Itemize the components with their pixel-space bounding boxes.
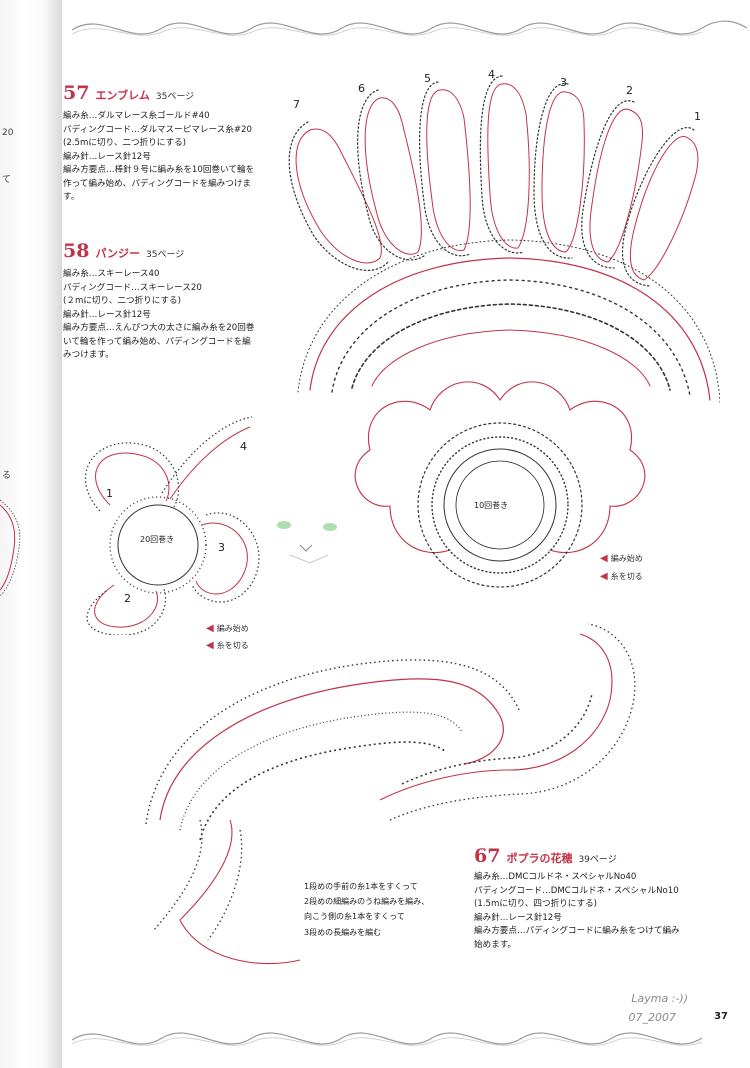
page-reference: 35ページ — [146, 250, 185, 260]
instruction-line: 始めます。 — [474, 939, 517, 950]
petal-number: 6 — [358, 82, 365, 95]
annotation-line: 向こう側の糸1本をすくって — [304, 912, 405, 921]
annotation-line: 3段めの長編みを編む — [304, 928, 382, 937]
center-ring-label: 10回巻き — [474, 501, 509, 510]
instruction-line: 編み針…レース針12号 — [474, 912, 562, 923]
petal-number: 7 — [293, 98, 300, 111]
poplar-catkin-crochet-diagram — [145, 623, 636, 965]
section-67: 67 ポプラの花穂 39ページ 編み糸…DMCコルドネ・スペシャルNo40 パデ… — [474, 845, 680, 952]
instruction-line: (２mに切り、二つ折りにする) — [63, 296, 181, 306]
arrow-left-icon: ◀ — [206, 623, 214, 634]
legend-cut: ◀ 糸を切る — [206, 640, 249, 651]
legend-start: ◀ 編み始め — [600, 553, 643, 564]
left-page-edge: 20 て る — [0, 0, 62, 1068]
instruction-line: 編み方要点…棒針９号に編み糸を10回巻いて輪を — [63, 165, 255, 175]
watermark-date: 07_2007 — [628, 1011, 677, 1024]
instructions: 編み糸…DMCコルドネ・スペシャルNo40 パディングコード…DMCコルドネ・ス… — [474, 871, 680, 952]
cat-watermark — [277, 521, 337, 564]
top-ornament-border — [71, 20, 748, 36]
center-ring-label: 20回巻き — [140, 535, 175, 544]
petal-number: 2 — [124, 592, 131, 605]
petal-number: 1 — [694, 110, 701, 123]
instruction-line: いて輪を作って編み始め、パディングコードを編 — [63, 336, 251, 347]
instruction-line: 編み糸…ダルマレース糸ゴールド#40 — [63, 111, 210, 121]
arrow-left-icon: ◀ — [600, 553, 608, 564]
legend-cut: ◀ 糸を切る — [600, 571, 643, 582]
petal-number: 1 — [106, 487, 113, 500]
section-number: 58 — [63, 240, 90, 262]
legend-label: 編み始め — [610, 554, 643, 563]
arrow-left-icon: ◀ — [600, 571, 608, 582]
page-reference: 35ページ — [155, 92, 195, 102]
instruction-line: 編み糸…DMCコルドネ・スペシャルNo40 — [474, 872, 637, 882]
bottom-ornament-border — [71, 1032, 703, 1046]
left-page-fragment: る — [2, 471, 12, 481]
instruction-line: 作って編み始め、パディングコードを編みつけま — [63, 178, 252, 189]
emblem-crochet-diagram — [288, 75, 720, 588]
section-58: 58 パンジー 35ページ 編み糸…スキーレース40 パディングコード…スキーレ… — [63, 240, 254, 363]
legend-start: ◀ 編み始め — [206, 623, 249, 634]
left-page-fragment: て — [2, 175, 12, 185]
section-number: 57 — [63, 82, 90, 104]
instruction-line: (2.5mに切り、二つ折りにする) — [63, 138, 187, 148]
instruction-line: 編み方要点…えんぴつ大の太さに編み糸を20回巻 — [63, 323, 255, 333]
instruction-line: みつけます。 — [63, 350, 114, 360]
instruction-line: 編み糸…スキーレース40 — [63, 269, 160, 279]
pansy-crochet-diagram — [84, 416, 260, 635]
legend-label: 糸を切る — [610, 572, 643, 581]
section-number: 67 — [474, 845, 501, 867]
instruction-line: パディングコード…DMCコルドネ・スペシャルNo10 — [474, 885, 679, 896]
petal-number: 4 — [488, 68, 495, 81]
instruction-line: 編み針…レース針12号 — [63, 309, 151, 320]
section-header: 67 ポプラの花穂 39ページ — [474, 845, 680, 867]
page-number: 37 — [714, 1011, 728, 1022]
section-header: 57 エンブレム 35ページ — [63, 82, 254, 104]
annotation-line: 1段めの手前の糸1本をすくって — [304, 882, 418, 891]
instruction-line: す。 — [63, 192, 80, 202]
annotation-line: 2段めの細編みのうね編みを編み、 — [304, 897, 430, 906]
legend-label: 糸を切る — [216, 641, 249, 650]
instruction-line: 編み方要点…パディングコードに編み糸をつけて編み — [474, 926, 680, 936]
section-57: 57 エンブレム 35ページ 編み糸…ダルマレース糸ゴールド#40 パディングコ… — [63, 82, 254, 205]
petal-number: 5 — [424, 72, 431, 85]
watermark-signature: Layma :-)) — [631, 992, 688, 1005]
section-title: ポプラの花穂 — [506, 852, 573, 865]
instructions: 編み糸…スキーレース40 パディングコード…スキーレース20 (２mに切り、二つ… — [63, 268, 254, 363]
left-page-fragment: 20 — [2, 128, 14, 138]
instruction-line: 編み針…レース針12号 — [63, 151, 151, 162]
page-reference: 39ページ — [578, 855, 617, 865]
petal-number: 4 — [240, 440, 247, 453]
instruction-line: パディングコード…スキーレース20 — [63, 282, 202, 293]
petal-number: 3 — [218, 541, 225, 554]
instruction-line: パディングコード…ダルマスーピマレース糸#20 — [63, 124, 252, 135]
petal-number: 3 — [560, 76, 567, 89]
section-title: エンブレム — [95, 89, 150, 102]
petal-number: 2 — [626, 84, 633, 97]
instructions: 編み糸…ダルマレース糸ゴールド#40 パディングコード…ダルマスーピマレース糸#… — [63, 110, 254, 205]
section-title: パンジー — [95, 247, 141, 260]
instruction-line: (1.5mに切り、四つ折りにする) — [474, 899, 598, 909]
section-header: 58 パンジー 35ページ — [63, 240, 254, 262]
left-page-diagram-edge — [0, 499, 21, 597]
arrow-left-icon: ◀ — [206, 640, 214, 651]
legend-label: 編み始め — [216, 624, 249, 633]
